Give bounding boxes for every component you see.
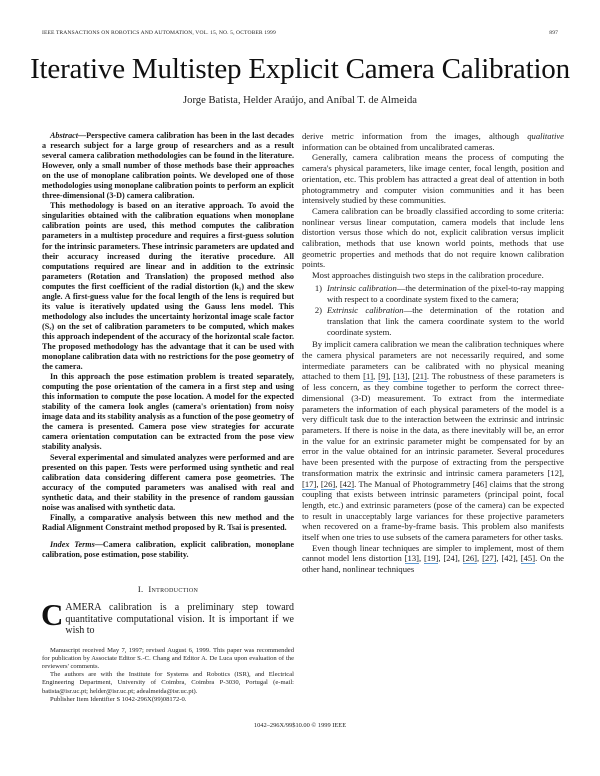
citation-link-13[interactable]: [13] [393,371,408,383]
body-paragraph: By implicit camera calibration we mean t… [302,339,565,543]
body-paragraph: derive metric information from the image… [302,131,564,152]
abstract-paragraph: This methodology is based on an iterativ… [42,201,294,372]
citation-link-1[interactable]: [1] [363,371,374,383]
journal-name: IEEE TRANSACTIONS ON ROBOTICS AND AUTOMA… [42,30,276,36]
abstract: Abstract—Perspective camera calibration … [42,131,294,533]
body-paragraph: Camera calibration can be broadly classi… [302,205,564,270]
list-item: 2)Extrinsic calibration—the determinatio… [314,305,565,337]
abstract-paragraph: In this approach the pose estimation pro… [42,372,294,452]
right-column: derive metric information from the image… [302,131,564,575]
footnote-affiliation: The authors are with the Institute for S… [42,671,294,695]
footnote-manuscript: Manuscript received May 7, 1997; revised… [42,646,294,670]
citation-link-26[interactable]: [26] [462,553,478,565]
index-terms: Index Terms—Camera calibration, explicit… [42,539,294,559]
index-terms-label: Index Terms [50,539,95,549]
abstract-paragraph: Finally, a comparative analysis between … [42,512,294,532]
abstract-paragraph: Abstract—Perspective camera calibration … [42,131,294,201]
citation-link-19[interactable]: [19] [424,553,439,565]
abstract-label: Abstract— [50,131,87,140]
left-column: Abstract—Perspective camera calibration … [41,131,294,704]
citation-link-45[interactable]: [45] [520,553,536,565]
drop-cap: C [41,597,64,633]
section-heading-introduction: I. Introduction [137,583,199,594]
citation-link-21[interactable]: [21] [412,371,427,383]
body-paragraph: Generally, camera calibration means the … [302,152,564,206]
abstract-paragraph: Several experimental and simulated analy… [42,452,294,512]
citation-link-27[interactable]: [27] [482,553,497,565]
body-paragraph: Even though linear techniques are simple… [302,542,564,575]
list-item: 1)Intrinsic calibration—the determinatio… [314,282,565,304]
body-paragraph: Most approaches distinguish two steps in… [312,270,544,281]
footnote-identifier: Publisher Item Identifier S 1042-296X(99… [50,695,187,703]
copyright-notice: 1042–296X/99$10.00 © 1999 IEEE [253,722,347,729]
paper-title: Iterative Multistep Explicit Camera Cali… [30,53,570,85]
footnotes: Manuscript received May 7, 1997; revised… [42,647,294,704]
running-head: IEEE TRANSACTIONS ON ROBOTICS AND AUTOMA… [42,30,558,36]
citation-link-9[interactable]: [9] [378,371,389,383]
citation-link-26[interactable]: [26] [320,478,336,490]
page-number: 897 [549,30,558,36]
calibration-steps-list: 1)Intrinsic calibration—the determinatio… [302,283,564,338]
citation-link-13[interactable]: [13] [404,553,419,565]
paper-authors: Jorge Batista, Helder Araújo, and Aníbal… [183,95,417,106]
citation-link-17[interactable]: [17] [302,478,317,490]
citation-link-42[interactable]: [42] [339,478,355,490]
